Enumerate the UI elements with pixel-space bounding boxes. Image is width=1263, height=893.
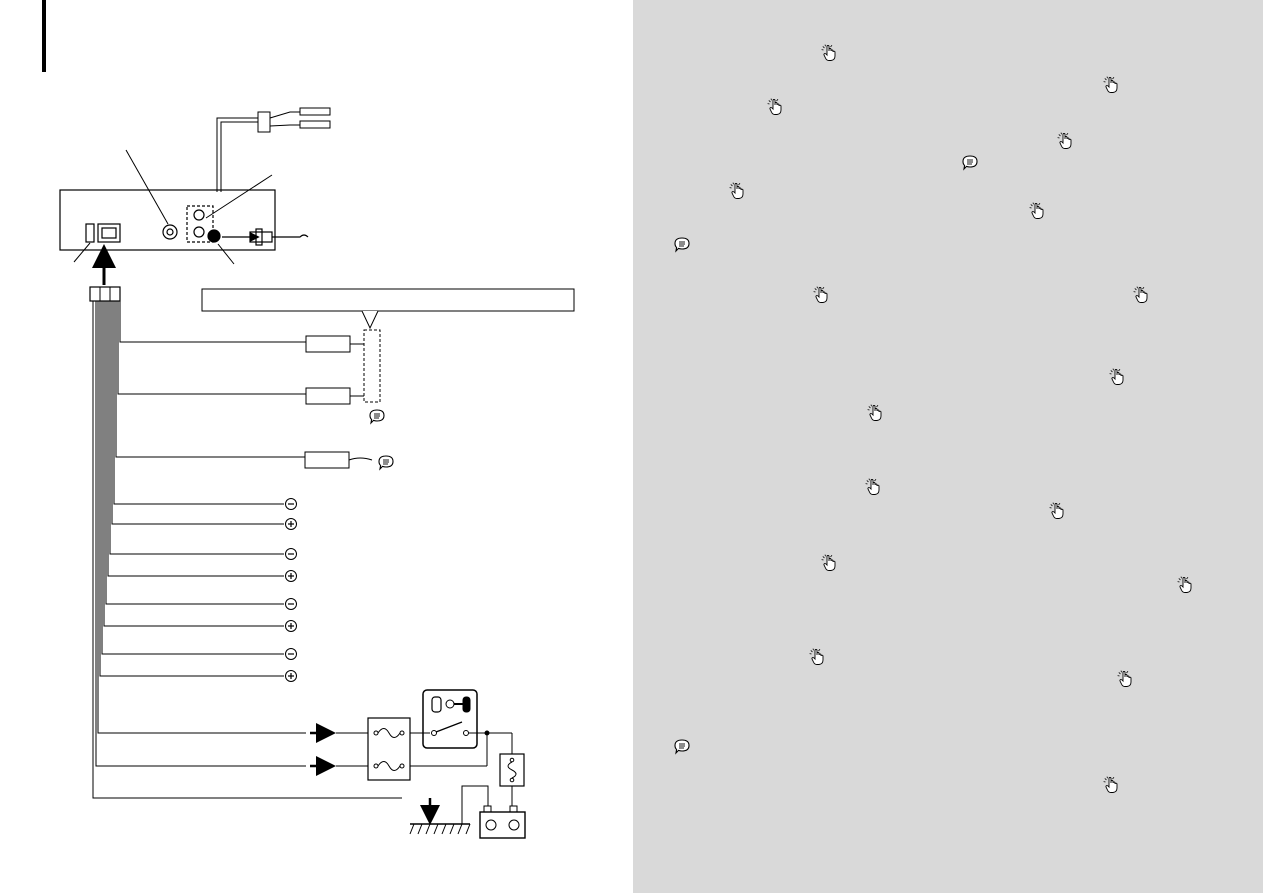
hand-pointer-icon [1029,202,1047,220]
leader-lines [73,149,273,265]
wire-bundle [92,301,402,799]
note-bubble-icon [377,454,395,472]
negative-terminal-icon [285,498,297,510]
fuse-box [336,717,487,781]
polarity-symbols [285,498,297,682]
hand-pointer-icon [1117,670,1135,688]
power-arrows [310,723,336,776]
hand-pointer-icon [813,286,831,304]
note-bubble-icon [673,236,691,254]
hand-pointer-icon [865,478,883,496]
negative-terminal-icon [285,598,297,610]
hand-pointer-icon [1133,286,1151,304]
hand-pointer-icon [1049,502,1067,520]
hand-pointer-icon [1057,132,1075,150]
reference-icon-layer [633,0,1263,893]
antenna-plug [222,228,309,246]
note-bubble-icon [368,408,386,426]
page-edge-bar [42,0,46,72]
callout-dashed-box [363,329,381,403]
inline-fuse [499,753,525,806]
note-bubble-icon [673,738,691,756]
positive-terminal-icon [285,620,297,632]
hand-pointer-icon [767,98,785,116]
hand-pointer-icon [821,554,839,572]
harness-connector [89,244,121,302]
hand-pointer-icon [1103,76,1121,94]
wiring-diagram [42,0,575,839]
hand-pointer-icon [1177,576,1195,594]
head-unit-rear [59,189,276,251]
hand-pointer-icon [729,182,747,200]
chassis-ground [409,798,471,835]
hand-pointer-icon [1109,368,1127,386]
negative-terminal-icon [285,648,297,660]
negative-terminal-icon [285,548,297,560]
rca-output-cable [216,107,331,192]
positive-terminal-icon [285,570,297,582]
ignition-switch [422,689,513,766]
battery [461,785,526,839]
note-bubble-icon [961,154,979,172]
hand-pointer-icon [821,44,839,62]
positive-terminal-icon [285,670,297,682]
reference-panel [633,0,1263,893]
hand-pointer-icon [809,648,827,666]
positive-terminal-icon [285,518,297,530]
callout-bar [201,288,575,312]
hand-pointer-icon [867,404,885,422]
wiring-diagram-panel [42,0,575,839]
hand-pointer-icon [1103,776,1121,794]
